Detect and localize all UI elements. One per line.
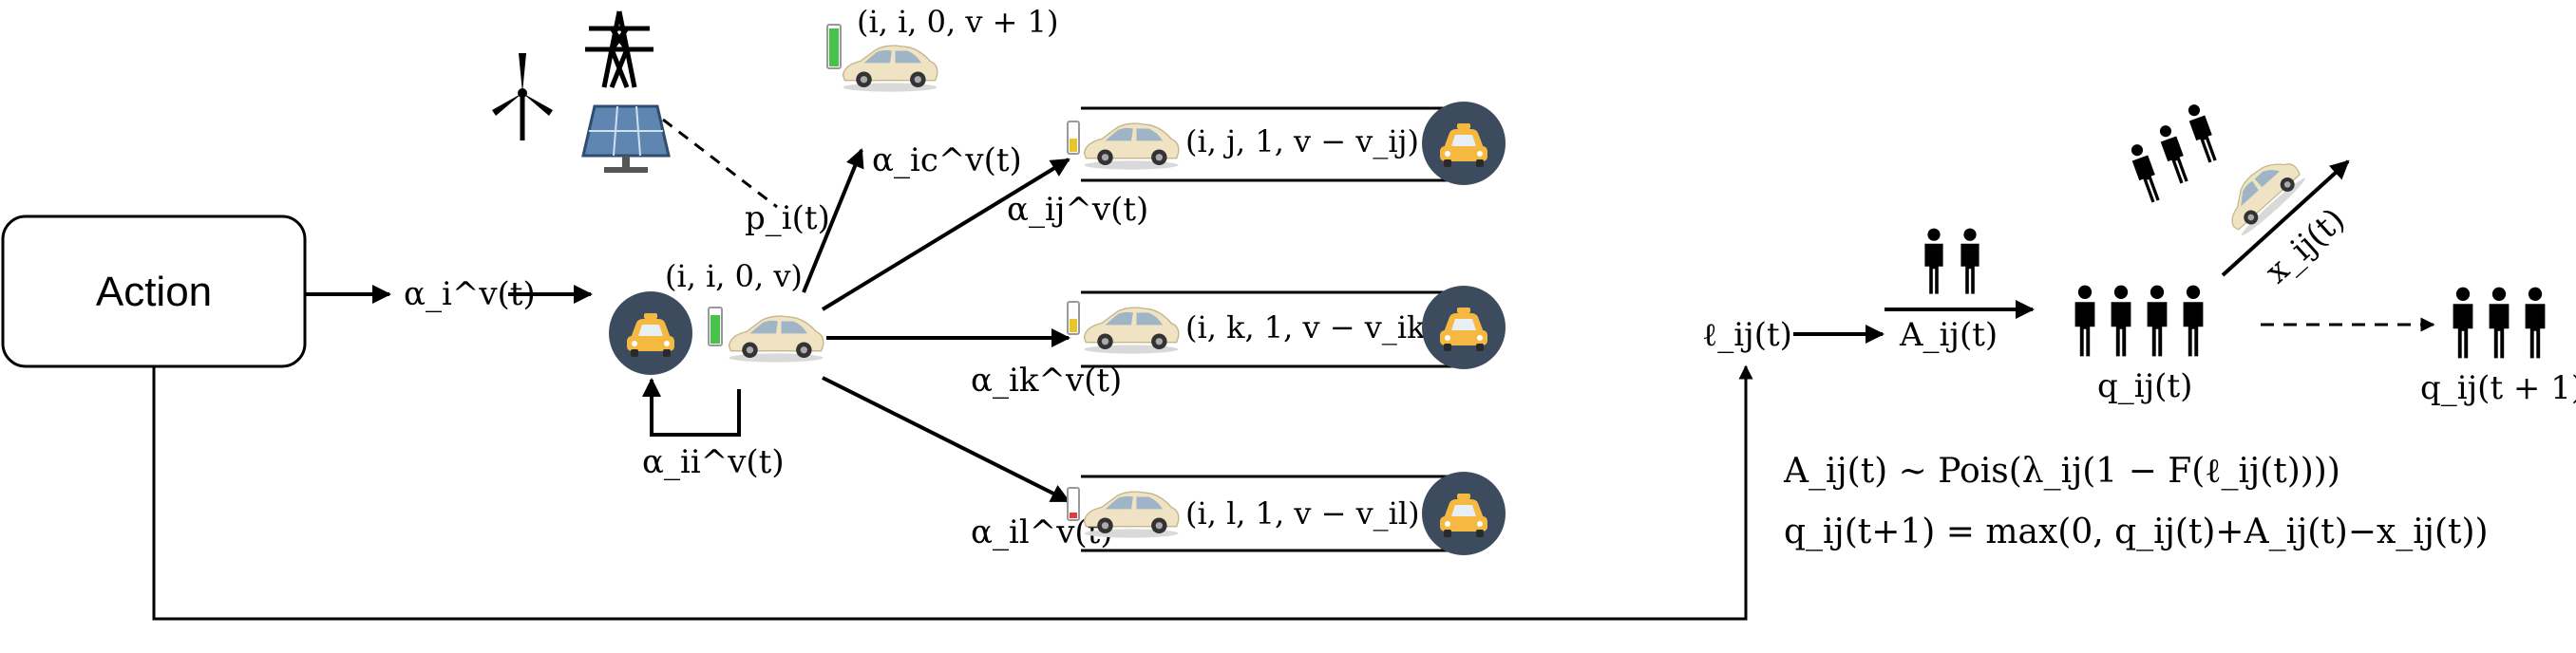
person-icon — [2147, 285, 2168, 357]
person-icon — [2525, 287, 2546, 359]
person-icon — [2074, 285, 2095, 357]
arrow-to-l — [822, 376, 1070, 503]
ell-ij-label: ℓ_ij(t) — [1702, 316, 1792, 354]
action-box: Action — [1, 215, 307, 368]
alpha-ij-label: α_ij^v(t) — [1007, 191, 1148, 229]
person-icon — [2184, 102, 2221, 164]
pickup-group — [2127, 102, 2309, 239]
taxi-icon — [1422, 472, 1506, 555]
car-icon — [1083, 122, 1180, 171]
equation-arrival: A_ij(t) ∼ Pois(λ_ij(1 − F(ℓ_ij(t)))) — [1783, 452, 2340, 491]
person-icon — [1924, 228, 1943, 294]
alpha-ic-label: α_ic^v(t) — [872, 141, 1022, 179]
person-icon — [2453, 287, 2473, 359]
q-ij-label: q_ij(t) — [2097, 367, 2192, 405]
charge-arrow — [802, 148, 864, 293]
person-icon — [2489, 287, 2510, 359]
solar-panel-icon — [581, 104, 671, 173]
A-ij-label: A_ij(t) — [1899, 316, 1998, 354]
power-tower-icon — [585, 10, 653, 88]
car-icon — [1083, 491, 1180, 539]
x-ij-arrow — [2221, 159, 2350, 277]
power-dashed-line — [662, 118, 778, 209]
battery-icon — [1067, 487, 1080, 521]
alpha-ii-label: α_ii^v(t) — [642, 443, 785, 481]
battery-icon — [708, 307, 723, 346]
taxi-icon — [1422, 286, 1506, 369]
arrow-to-j — [821, 158, 1070, 311]
car-icon — [2215, 149, 2309, 239]
battery-icon — [826, 24, 842, 69]
state-charge-label: (i, i, 0, v + 1) — [857, 4, 1058, 40]
car-icon — [728, 315, 824, 364]
x-ij-label: x_ij(t) — [2258, 201, 2352, 291]
action-to-ell-arrow — [152, 364, 1753, 621]
wind-turbine-icon — [492, 53, 553, 140]
car-icon — [842, 45, 938, 93]
car-icon — [1083, 307, 1180, 355]
state-k-label: (i, k, 1, v − v_ik) — [1185, 309, 1437, 345]
battery-icon — [1067, 121, 1080, 155]
state-j-label: (i, j, 1, v − v_ij) — [1185, 123, 1419, 159]
person-icon — [2127, 141, 2164, 204]
p-i-label: p_i(t) — [745, 199, 830, 237]
alpha-ik-label: α_ik^v(t) — [971, 362, 1122, 400]
battery-icon — [1067, 301, 1080, 335]
q-ij-next-label: q_ij(t + 1) — [2420, 369, 2576, 407]
state-l-label: (i, l, 1, v − v_il) — [1185, 495, 1420, 532]
person-icon — [2155, 122, 2192, 185]
taxi-icon — [1422, 102, 1506, 185]
self-loop-arrow — [642, 378, 741, 437]
state-origin-label: (i, i, 0, v) — [665, 258, 803, 294]
person-icon — [2183, 285, 2204, 357]
taxi-icon — [609, 291, 692, 375]
action-label: Action — [96, 269, 212, 315]
equation-queue: q_ij(t+1) = max(0, q_ij(t)+A_ij(t)−x_ij(… — [1784, 513, 2489, 551]
person-icon — [2111, 285, 2131, 357]
person-icon — [1960, 228, 1979, 294]
